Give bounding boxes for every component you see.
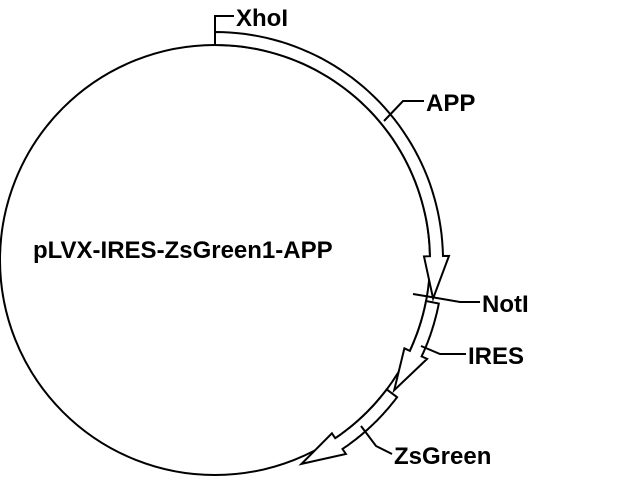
plasmid-name-label: pLVX-IRES-ZsGreen1-APP — [33, 237, 333, 264]
app-label-leader — [383, 100, 424, 122]
app-feature-arrow — [214, 30, 451, 303]
zsgreen-label-leader — [360, 425, 393, 455]
xhoi-site-label: XhoI — [236, 5, 288, 32]
zsgreen-feature-label: ZsGreen — [394, 443, 491, 470]
ires-label-leader — [420, 345, 466, 355]
ires-feature-label: IRES — [468, 343, 524, 370]
app-feature-label: APP — [426, 90, 475, 117]
noti-site-marker — [412, 293, 480, 303]
xhoi-site-marker — [214, 15, 234, 46]
zsgreen-feature-arrow — [298, 387, 399, 466]
noti-site-label: NotI — [482, 291, 529, 318]
ires-feature-arrow — [392, 299, 440, 394]
